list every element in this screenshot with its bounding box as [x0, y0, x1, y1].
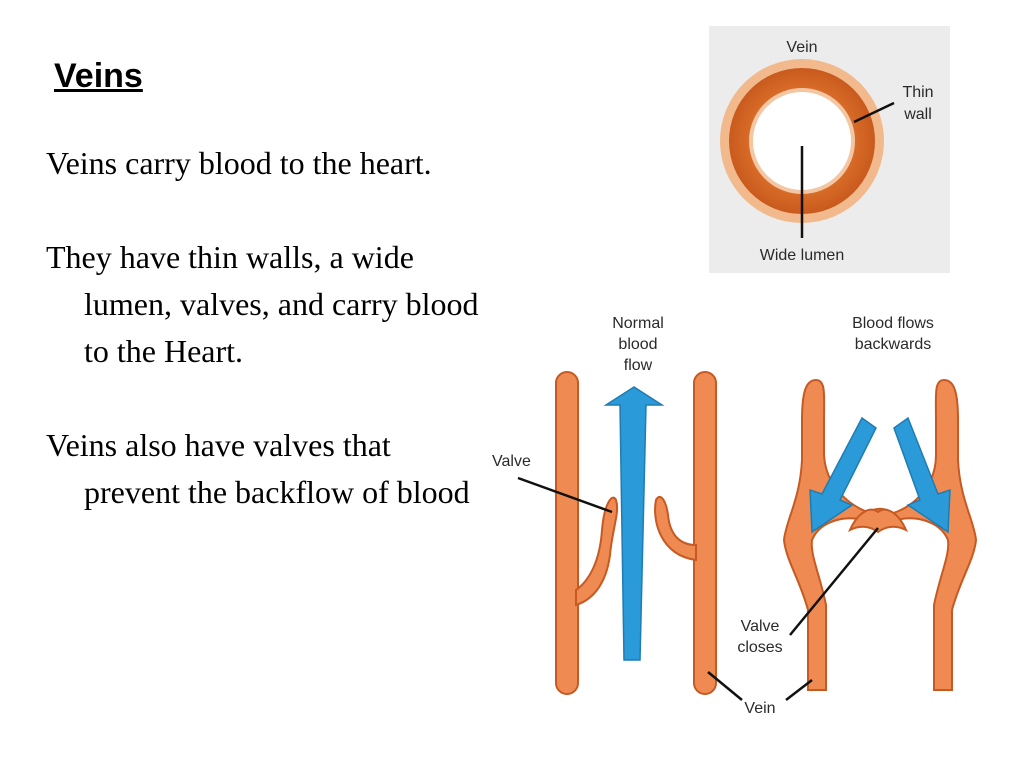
label-normal: Normal — [612, 315, 664, 332]
open-valve-vein — [555, 371, 717, 695]
backflow-arrows — [809, 416, 951, 534]
bullet-list: Veins carry blood to the heart. They hav… — [46, 140, 486, 563]
label-vein-top: Vein — [786, 39, 817, 56]
label-wall: wall — [903, 106, 932, 123]
vein-wall-left — [555, 371, 579, 695]
vein-wall-right — [693, 371, 717, 695]
vein-pointer-left — [707, 671, 743, 701]
bullet-veins-carry-blood: Veins carry blood to the heart. — [46, 145, 432, 181]
blue-down-arrow-left — [809, 416, 877, 534]
vein-walls-closed — [782, 378, 978, 691]
closed-valve-flaps — [847, 508, 909, 534]
normal-flow-arrow — [603, 386, 665, 661]
valve-flap-left — [575, 496, 619, 607]
label-thin: Thin — [902, 84, 933, 101]
label-vein-bottom: Vein — [744, 700, 775, 717]
closed-valve-vein — [782, 378, 978, 691]
blue-up-arrow — [603, 386, 665, 661]
label-blood-flows: Blood flows — [852, 315, 934, 332]
slide-title: Veins — [54, 57, 143, 95]
valve-closes-pointer-line — [789, 527, 879, 636]
label-valve-closes-2: closes — [737, 639, 782, 656]
label-blood: blood — [618, 336, 657, 353]
blue-down-arrow-right — [893, 416, 951, 534]
vein-pointer-right — [785, 679, 813, 701]
wall-pointer-line — [853, 101, 895, 124]
valve-flap-right — [654, 495, 697, 562]
vein-cross-section: Vein Thin wall Wide lumen — [709, 26, 950, 273]
label-flow: flow — [624, 357, 653, 374]
label-wide-lumen: Wide lumen — [760, 247, 844, 264]
bullet-thin-walls: They have thin walls, a wide lumen, valv… — [46, 239, 479, 369]
label-valve-closes-1: Valve — [741, 618, 780, 635]
label-backwards: backwards — [855, 336, 931, 353]
valve-pointer-line — [517, 476, 613, 514]
label-valve: Valve — [492, 453, 531, 470]
bullet-valves-backflow: Veins also have valves that prevent the … — [46, 427, 470, 510]
